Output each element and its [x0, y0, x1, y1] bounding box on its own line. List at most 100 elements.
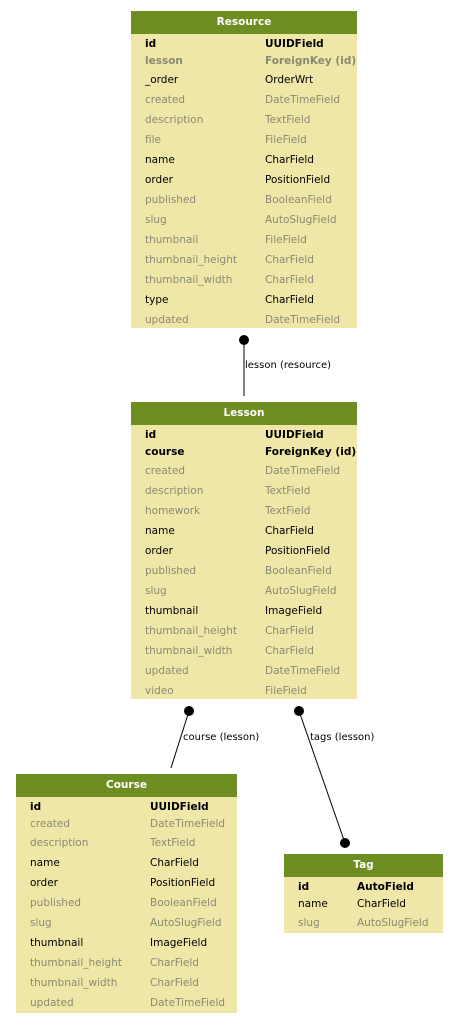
field-row-thumbnail-width: thumbnail_width CharField [131, 270, 357, 290]
field-type: TextField [265, 114, 311, 126]
field-type: ImageField [265, 605, 323, 617]
field-name: _order [145, 74, 179, 86]
field-name: name [298, 898, 328, 910]
field-type: CharField [357, 898, 406, 910]
field-row-lesson: lesson ForeignKey (id) [131, 52, 357, 70]
field-row-thumbnail-width: thumbnail_width CharField [16, 973, 237, 993]
field-name: name [30, 857, 60, 869]
field-name: id [145, 429, 157, 441]
field-name: video [145, 685, 174, 697]
field-row-name: name CharField [131, 150, 357, 170]
field-row-thumbnail-height: thumbnail_height CharField [16, 953, 237, 973]
field-type: UUIDField [265, 38, 324, 50]
field-type: TextField [265, 505, 311, 517]
field-name: order [145, 545, 173, 557]
field-type: FileField [265, 685, 307, 697]
field-type: ForeignKey (id) [265, 55, 357, 67]
field-name: description [145, 485, 204, 497]
relation-label-lesson-course: course (lesson) [183, 732, 260, 743]
field-row-thumbnail: thumbnail ImageField [16, 933, 237, 953]
field-name: name [145, 154, 175, 166]
field-type: TextField [150, 837, 196, 849]
field-type: DateTimeField [265, 314, 341, 326]
relation-label-lesson-tag: tags (lesson) [310, 732, 375, 743]
field-name: thumbnail_height [30, 957, 122, 969]
field-type: AutoSlugField [357, 917, 429, 929]
field-name: thumbnail_width [30, 977, 118, 989]
field-type: FileField [265, 134, 307, 146]
field-type: BooleanField [265, 194, 332, 206]
field-type: DateTimeField [265, 465, 341, 477]
field-row-homework: homework TextField [131, 501, 357, 521]
field-type: UUIDField [265, 429, 324, 441]
model-title: Resource [131, 11, 357, 34]
field-type: CharField [265, 294, 314, 306]
field-row-id: id UUIDField [16, 799, 237, 815]
field-name: published [145, 565, 197, 577]
field-type: ImageField [150, 937, 208, 949]
field-row-name: name CharField [131, 521, 357, 541]
field-row-updated: updated DateTimeField [131, 661, 357, 681]
field-type: CharField [265, 154, 314, 166]
field-type: CharField [150, 977, 199, 989]
field-name: course [145, 446, 185, 458]
field-name: thumbnail_width [145, 274, 233, 286]
lesson-course-link [170, 710, 190, 769]
field-row-name: name CharField [284, 895, 443, 913]
lesson-tag-end [340, 838, 350, 848]
field-type: TextField [265, 485, 311, 497]
field-row-type: type CharField [131, 290, 357, 310]
field-name: slug [145, 214, 167, 226]
field-name: id [298, 881, 310, 893]
field-name: thumbnail_height [145, 625, 237, 637]
field-row-id: id AutoField [284, 879, 443, 895]
field-type: DateTimeField [265, 665, 341, 677]
field-type: DateTimeField [150, 818, 226, 830]
field-name: updated [145, 665, 189, 677]
field-name: slug [298, 917, 320, 929]
field-type: AutoField [357, 881, 414, 893]
field-name: updated [30, 997, 74, 1009]
field-name: thumbnail [30, 937, 84, 949]
field-name: lesson [145, 55, 183, 67]
field-name: id [30, 801, 42, 813]
field-type: CharField [150, 957, 199, 969]
field-name: type [145, 294, 169, 306]
field-name: thumbnail [145, 234, 199, 246]
relation-label-resource-lesson: lesson (resource) [245, 360, 332, 371]
field-name: name [145, 525, 175, 537]
field-name: order [30, 877, 58, 889]
field-type: CharField [265, 525, 314, 537]
field-type: CharField [265, 274, 314, 286]
field-type: UUIDField [150, 801, 209, 813]
field-type: DateTimeField [150, 997, 226, 1009]
field-row-id: id UUIDField [131, 427, 357, 443]
field-row-updated: updated DateTimeField [16, 993, 237, 1013]
field-type: CharField [265, 645, 314, 657]
field-type: OrderWrt [265, 74, 314, 86]
field-name: homework [145, 505, 201, 517]
field-name: thumbnail_height [145, 254, 237, 266]
